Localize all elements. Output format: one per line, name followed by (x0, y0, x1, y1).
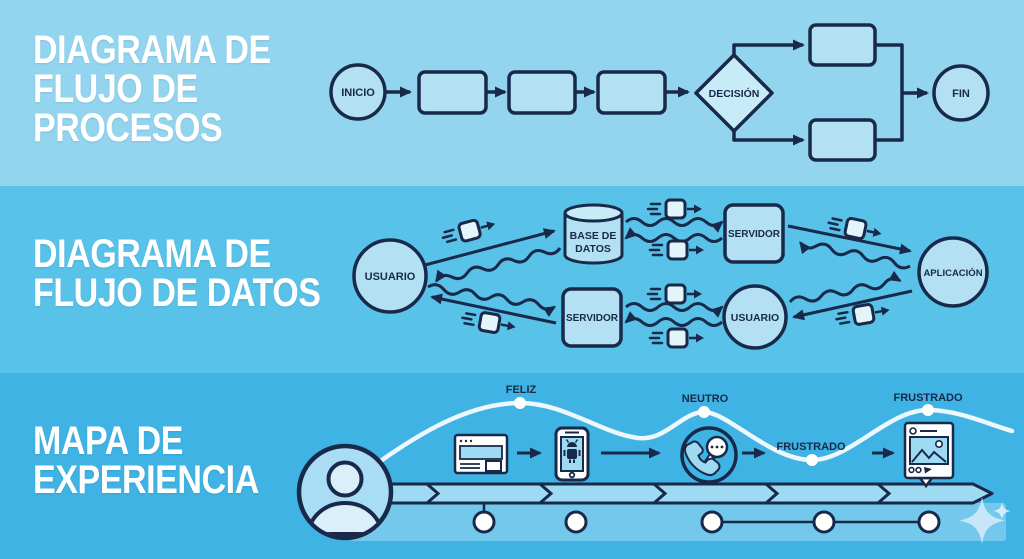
database-cylinder-top (563, 203, 624, 223)
experience-map-title: MAPA DE EXPERIENCIA (33, 419, 259, 502)
database-label: BASE DE (570, 230, 617, 242)
end-circle (932, 64, 990, 122)
user-circle (722, 284, 788, 350)
user-left-node: USUARIO (352, 238, 428, 314)
timeline-band (363, 482, 994, 505)
milestone-dot (472, 510, 496, 534)
start-node: INICIO (329, 63, 387, 121)
application-circle (917, 236, 989, 308)
chat-bubble-icon (703, 435, 729, 462)
server-box (723, 203, 785, 264)
arrow-server-to-application (787, 224, 912, 255)
database-label: DATOS (575, 243, 611, 255)
section-data-flow (0, 186, 1024, 373)
application-node: APLICACIÓN (917, 236, 989, 308)
title-line: DIAGRAMA DE (33, 232, 271, 276)
wavy-arrow-server-to-user-right (625, 302, 724, 318)
timeline-chevron (539, 482, 554, 505)
process-step-box (596, 70, 667, 115)
database-cylinder-body (563, 213, 624, 265)
branch-box-bottom (808, 118, 877, 162)
user-right-label: USUARIO (731, 312, 779, 324)
data-packet-icon (825, 212, 885, 245)
timeline-backdrop (350, 503, 1006, 541)
experience-map: FELIZ NEUTRO FRUSTRADO FRUSTRADO (296, 384, 1015, 544)
wavy-arrow-user-to-application (788, 270, 902, 303)
browser-icon (453, 433, 509, 475)
branch-box-top (808, 23, 877, 67)
decision-diamond (694, 53, 774, 133)
emotion-point-neutral (698, 406, 710, 418)
decision-branch-up (732, 39, 805, 55)
process-step-box (507, 70, 577, 115)
database-node: BASE DE DATOS (563, 203, 624, 265)
server-top-label: SERVIDOR (728, 229, 781, 240)
wavy-arrow-database-to-server (625, 217, 724, 233)
wavy-arrow-server-to-database (624, 227, 723, 243)
title-line: MAPA DE (33, 419, 184, 463)
data-packet-icon (648, 239, 706, 261)
start-label: INICIO (341, 87, 375, 99)
milestone-dot (812, 510, 836, 534)
mobile-phone-icon (554, 426, 590, 482)
milestone-dot (564, 510, 588, 534)
arrow-user-to-database (424, 228, 556, 267)
title-line: EXPERIENCIA (33, 458, 259, 502)
user-circle (352, 238, 428, 314)
decision-label: DECISIÓN (709, 87, 760, 100)
title-line: FLUJO DE (33, 67, 198, 111)
timeline-chevron (765, 482, 780, 505)
timeline-chevron (877, 482, 892, 505)
emotion-label-neutral: NEUTRO (682, 393, 729, 405)
milestone-dot (917, 510, 941, 534)
data-packet-icon (646, 198, 704, 220)
server-bottom-node: SERVIDOR (561, 287, 623, 348)
sparkle-icon (959, 497, 1011, 544)
emotion-label-frustrated-mid: FRUSTRADO (776, 441, 845, 453)
timeline-chevron (653, 482, 668, 505)
user-right-node: USUARIO (722, 284, 788, 350)
title-line: PROCESOS (33, 106, 223, 150)
android-robot-icon (563, 439, 581, 463)
emotion-label-happy: FELIZ (506, 384, 537, 396)
user-left-label: USUARIO (365, 271, 416, 283)
arrow-application-to-user (792, 289, 913, 321)
title-line: FLUJO DE DATOS (33, 271, 321, 315)
process-step-box (417, 70, 488, 115)
wavy-arrow-user-right-to-server (624, 311, 723, 327)
phone-call-icon (680, 426, 738, 484)
data-packet-icon (439, 213, 500, 248)
emotion-point-frustrated-mid (806, 454, 818, 466)
data-packet-icon (646, 283, 704, 305)
branch-merge-line (875, 43, 904, 142)
data-flow-diagram: USUARIO BASE DE DATOS SERVIDOR SERVIDOR … (352, 198, 989, 350)
process-flow-title: DIAGRAMA DE FLUJO DE PROCESOS (33, 28, 271, 150)
server-top-node: SERVIDOR (723, 203, 785, 264)
wavy-arrow-database-to-user (435, 247, 562, 283)
user-avatar (296, 443, 394, 541)
emotion-point-frustrated-right (922, 404, 934, 416)
arrow-server-to-user (430, 293, 557, 325)
decision-node: DECISIÓN (694, 53, 774, 133)
server-bottom-label: SERVIDOR (566, 313, 619, 324)
wavy-arrow-application-to-server (799, 241, 911, 270)
emotion-point-happy (514, 397, 526, 409)
decision-branch-down (732, 131, 805, 146)
end-label: FIN (952, 88, 970, 100)
title-line: DIAGRAMA DE (33, 28, 271, 72)
server-box (561, 287, 623, 348)
photo-post-icon (903, 421, 955, 489)
data-packet-icon (648, 327, 706, 349)
process-flowchart: INICIO DECISIÓN FIN (329, 23, 990, 162)
application-label: APLICACIÓN (923, 267, 982, 279)
start-circle (329, 63, 387, 121)
emotion-label-frustrated-right: FRUSTRADO (893, 392, 962, 404)
timeline-chevron (426, 482, 441, 505)
avatar-head (326, 460, 364, 498)
milestone-dot (700, 510, 724, 534)
end-node: FIN (932, 64, 990, 122)
wavy-arrow-user-to-server (427, 283, 557, 318)
data-flow-title: DIAGRAMA DE FLUJO DE DATOS (33, 232, 321, 315)
